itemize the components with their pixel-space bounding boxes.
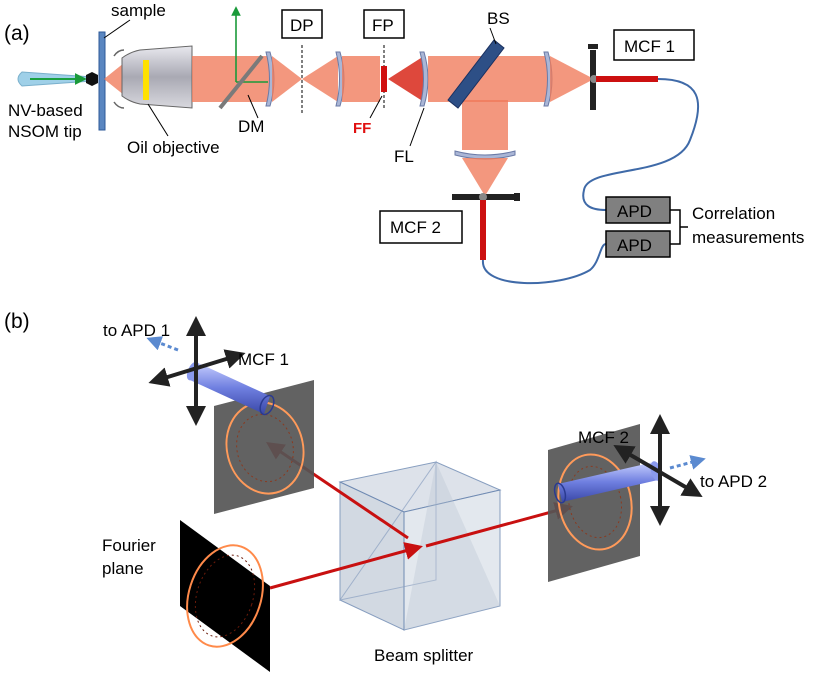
panel-a: (a) NV-based NSOM tip sample Oil objecti… xyxy=(4,1,804,285)
panel-a-label: (a) xyxy=(4,22,30,45)
objective-lens-element xyxy=(143,60,149,100)
beam-to-dp xyxy=(272,56,302,102)
mcf2-translation-arrows xyxy=(613,414,706,526)
fp-label: FP xyxy=(372,16,394,35)
beam-to-mcf2 xyxy=(462,158,508,196)
beam-down-from-bs xyxy=(462,100,508,150)
tip-label-line1: NV-based xyxy=(8,101,83,120)
mcf1-label-a: MCF 1 xyxy=(624,37,675,56)
oil-objective xyxy=(113,45,193,109)
mcf2-label-b: MCF 2 xyxy=(578,428,629,447)
mcf1-label-b: MCF 1 xyxy=(238,350,289,369)
panel-b-label: (b) xyxy=(4,310,30,333)
beam-splitter-label: Beam splitter xyxy=(374,646,474,665)
mcf1-box xyxy=(613,29,695,61)
nsom-tip xyxy=(17,71,98,87)
mcf2-fiber-red xyxy=(480,200,486,260)
tip-label-line2: NSOM tip xyxy=(8,122,82,141)
coupling-lens-2 xyxy=(454,150,516,160)
collimated-beam-2 xyxy=(342,56,380,102)
to-apd2-dotted-arrow xyxy=(669,455,706,470)
mcf1-translation-arrows xyxy=(146,316,246,426)
correlation-label-line1: Correlation xyxy=(692,204,775,223)
beam-from-dp xyxy=(302,56,338,102)
mcf2-box xyxy=(379,210,463,244)
beam-to-mcf1 xyxy=(550,56,594,102)
fourier-lens xyxy=(419,51,429,107)
fourier-label-line2: plane xyxy=(102,559,144,578)
correlation-label-line2: measurements xyxy=(692,228,804,247)
sample-slide xyxy=(98,31,106,131)
mcf1-fiber-red xyxy=(596,76,658,82)
fourier-label-line1: Fourier xyxy=(102,536,156,555)
to-apd1-dotted-arrow xyxy=(146,336,179,352)
mcf2-label-a: MCF 2 xyxy=(390,218,441,237)
fourier-plane-screen xyxy=(180,520,270,672)
apd-label-1: APD xyxy=(617,202,652,221)
mcf1-mount xyxy=(588,44,658,110)
mcf2-mount xyxy=(452,193,520,260)
dm-label: DM xyxy=(238,117,264,136)
dp-box xyxy=(281,9,323,39)
beam-splitter-cube xyxy=(338,460,502,631)
ff-label: FF xyxy=(353,120,371,137)
fiber-mcf1-to-apd xyxy=(582,78,700,211)
dichroic-mirror xyxy=(218,54,264,110)
sample-label: sample xyxy=(111,1,166,20)
beam-into-fl xyxy=(388,56,424,102)
dp-label: DP xyxy=(290,16,314,35)
nv-center-icon xyxy=(86,72,98,86)
objective-label: Oil objective xyxy=(127,138,220,157)
apd-box-2 xyxy=(605,230,671,258)
fiber-mcf2-to-apd xyxy=(481,243,607,285)
input-beam-arrow xyxy=(269,542,423,590)
fp-box xyxy=(363,9,405,39)
beam-splitter-a xyxy=(447,39,505,109)
fourier-filter xyxy=(381,66,387,92)
apd-bracket xyxy=(670,209,688,245)
apd-label-2: APD xyxy=(617,236,652,255)
fl-label: FL xyxy=(394,147,414,166)
apd-box-1 xyxy=(605,196,671,224)
panel-b: (b) Fourier plane Beam splitter xyxy=(4,310,767,672)
to-apd2-label: to APD 2 xyxy=(700,472,767,491)
transmitted-beam-arrow xyxy=(425,502,573,548)
bs-label: BS xyxy=(487,9,510,28)
to-apd1-label: to APD 1 xyxy=(103,321,170,340)
